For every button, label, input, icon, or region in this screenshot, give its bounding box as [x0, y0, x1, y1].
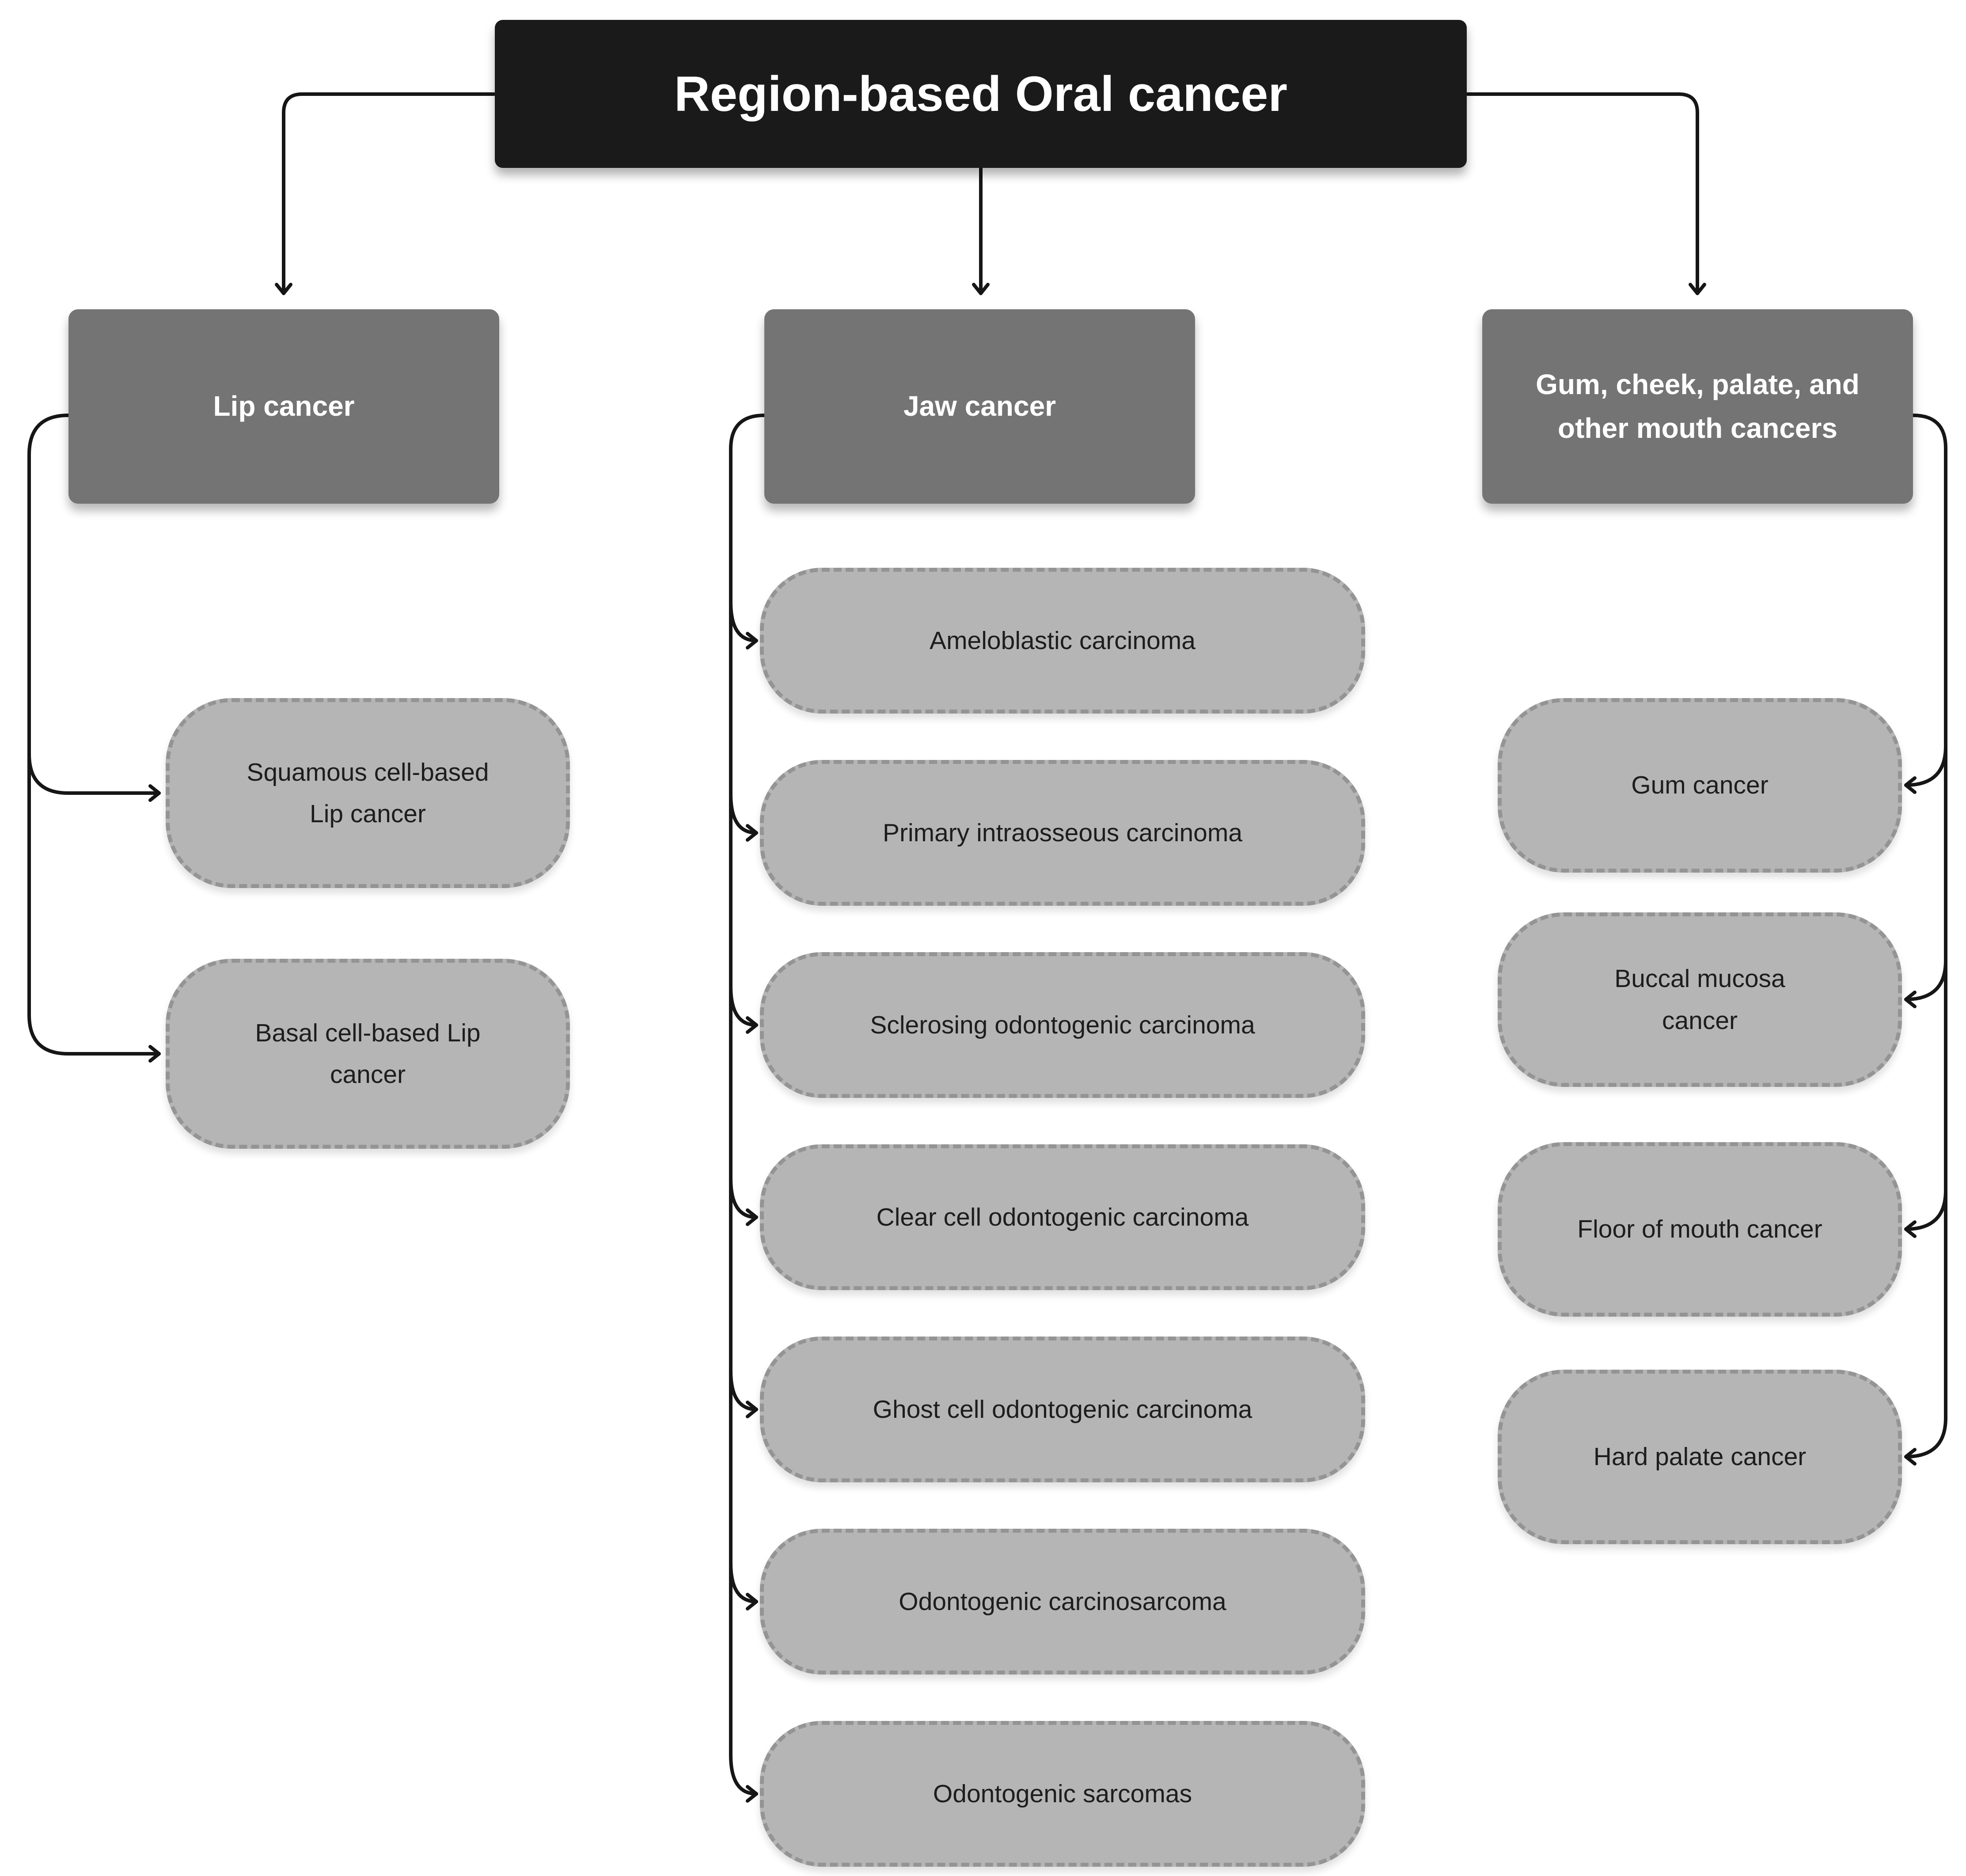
edge-gum-4	[1904, 1416, 1947, 1466]
edge-lip-basal	[27, 1013, 161, 1063]
edge-jaw-2	[729, 792, 758, 842]
node-label: Sclerosing odontogenic carcinoma	[870, 1010, 1255, 1039]
node-label: Odontogenic sarcomas	[933, 1779, 1192, 1808]
edge-lip-trunk	[27, 414, 70, 1017]
node-odontogenic-sarcomas: Odontogenic sarcomas	[760, 1721, 1365, 1867]
node-label: Primary intraosseous carcinoma	[882, 818, 1243, 847]
node-gum-cheek-palate-other: Gum, cheek, palate, and other mouth canc…	[1482, 309, 1913, 504]
node-hard-palate-cancer: Hard palate cancer	[1498, 1370, 1902, 1544]
edge-gum-1	[1904, 744, 1947, 794]
node-label: Jaw cancer	[903, 390, 1056, 422]
edge-jaw-6	[729, 1561, 758, 1610]
node-floor-of-mouth-cancer: Floor of mouth cancer	[1498, 1142, 1902, 1317]
edge-gum-2	[1904, 959, 1947, 1008]
edge-jaw-4	[729, 1177, 758, 1226]
edge-jaw-trunk	[729, 414, 766, 1757]
node-label: Floor of mouth cancer	[1577, 1215, 1822, 1244]
node-label: Ameloblastic carcinoma	[930, 626, 1196, 655]
edge-gum-3	[1904, 1189, 1947, 1238]
node-label: Odontogenic carcinosarcoma	[899, 1587, 1226, 1616]
node-clear-cell-odontogenic-carcinoma: Clear cell odontogenic carcinoma	[760, 1144, 1365, 1290]
node-odontogenic-carcinosarcoma: Odontogenic carcinosarcoma	[760, 1529, 1365, 1675]
node-buccal-mucosa-cancer: Buccal mucosa cancer	[1498, 912, 1902, 1087]
node-label: Lip cancer	[213, 390, 355, 422]
edge-jaw-7	[729, 1753, 758, 1803]
node-sclerosing-odontogenic-carcinoma: Sclerosing odontogenic carcinoma	[760, 952, 1365, 1098]
edge-title-to-lip	[275, 92, 496, 295]
node-jaw-cancer: Jaw cancer	[764, 309, 1195, 504]
node-label: Region-based Oral cancer	[674, 66, 1288, 122]
node-label: Buccal mucosa cancer	[1614, 965, 1785, 1035]
node-primary-intraosseous-carcinoma: Primary intraosseous carcinoma	[760, 760, 1365, 906]
node-label: Basal cell-based Lip cancer	[255, 1018, 481, 1089]
node-label: Hard palate cancer	[1593, 1443, 1807, 1471]
edge-gum-trunk	[1911, 414, 1947, 1420]
node-gum-cancer: Gum cancer	[1498, 698, 1902, 873]
node-label: Squamous cell-based Lip cancer	[247, 758, 489, 828]
node-label: Gum, cheek, palate, and other mouth canc…	[1536, 368, 1860, 444]
edge-lip-squamous	[27, 752, 161, 802]
node-label: Clear cell odontogenic carcinoma	[876, 1203, 1249, 1231]
node-region-based-oral-cancer: Region-based Oral cancer	[495, 20, 1467, 168]
node-label: Gum cancer	[1631, 771, 1769, 800]
edge-jaw-3	[729, 984, 758, 1034]
edge-jaw-1	[729, 600, 758, 649]
edge-title-to-gum	[1466, 92, 1706, 295]
node-ameloblastic-carcinoma: Ameloblastic carcinoma	[760, 568, 1365, 714]
edge-jaw-5	[729, 1369, 758, 1418]
node-label: Ghost cell odontogenic carcinoma	[873, 1395, 1252, 1424]
node-basal-cell-lip-cancer: Basal cell-based Lip cancer	[166, 959, 570, 1149]
node-lip-cancer: Lip cancer	[68, 309, 499, 504]
node-squamous-cell-lip-cancer: Squamous cell-based Lip cancer	[166, 698, 570, 888]
node-ghost-cell-odontogenic-carcinoma: Ghost cell odontogenic carcinoma	[760, 1337, 1365, 1482]
